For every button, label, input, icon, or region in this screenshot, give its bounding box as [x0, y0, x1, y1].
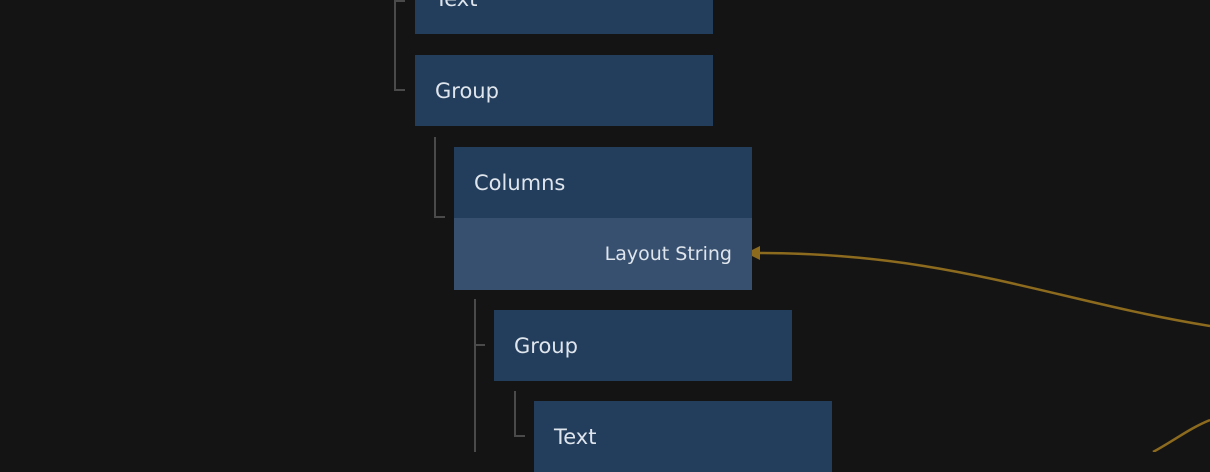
node-text[interactable]: Text — [415, 0, 713, 34]
node-title: Columns — [474, 170, 566, 195]
tree-line — [394, 0, 405, 91]
connection-wire — [757, 251, 1210, 328]
node-title: Text — [415, 0, 713, 34]
node-text[interactable]: Text — [534, 401, 832, 472]
tree-line — [514, 391, 525, 437]
tree-connectors — [394, 0, 1210, 452]
layout-string-port[interactable]: Layout String — [454, 218, 752, 290]
node-title: Text — [554, 424, 597, 449]
node-title: Group — [435, 78, 499, 103]
node-group[interactable]: Group — [494, 310, 792, 381]
port-label: Layout String — [604, 243, 732, 265]
tree-line — [474, 299, 485, 452]
node-columns[interactable]: Columns Layout String — [454, 147, 752, 290]
input-arrow-icon — [746, 246, 760, 260]
node-group[interactable]: Group — [415, 55, 713, 126]
connection-wire — [1152, 418, 1210, 452]
node-title: Group — [514, 333, 578, 358]
tree-line — [434, 137, 445, 218]
